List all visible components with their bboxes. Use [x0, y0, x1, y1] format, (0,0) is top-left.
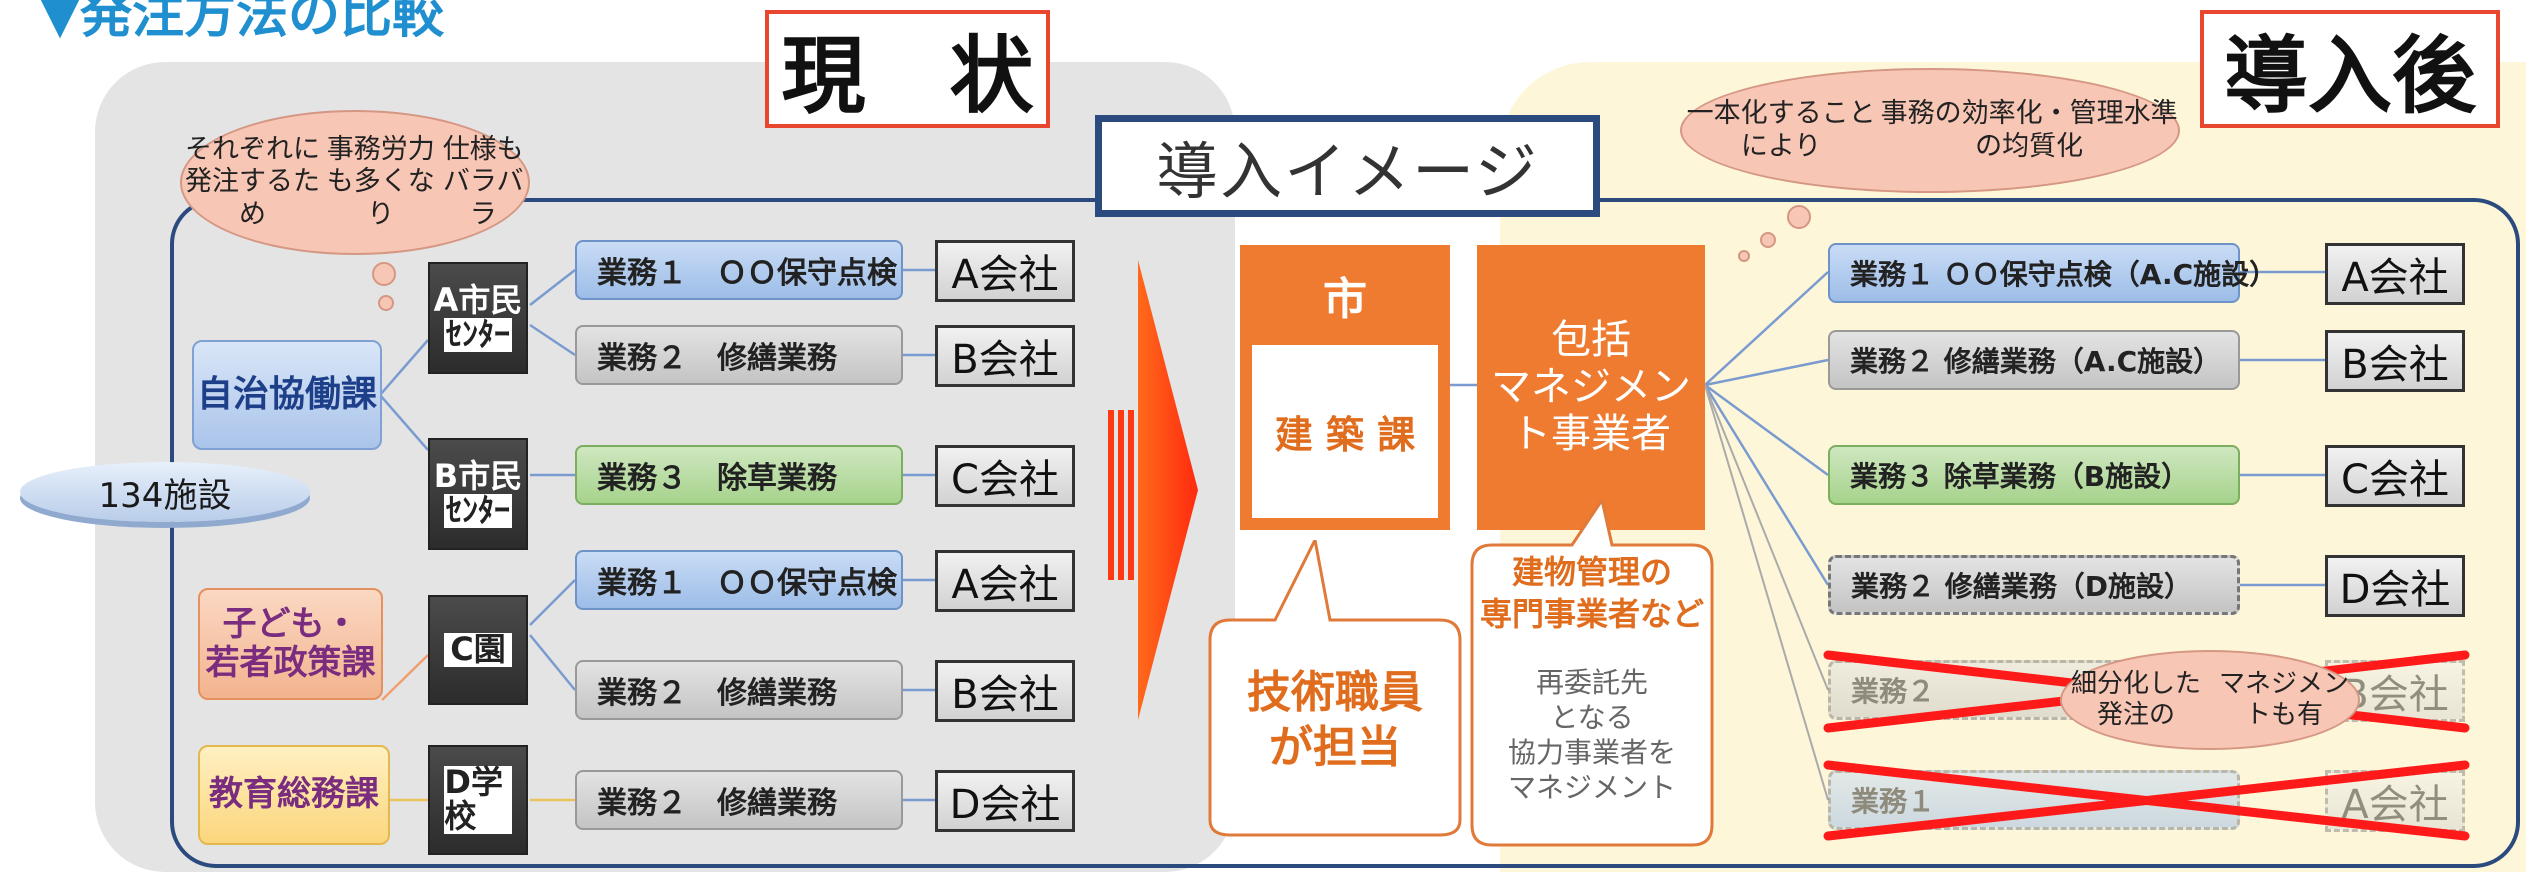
cloud-left: それぞれに発注するため 事務労力も多くなり 仕様もバラバラ	[180, 110, 530, 255]
task-after-1: 業務１ ＯＯ保守点検（A.C施設）	[1828, 243, 2277, 303]
label-after: 導入後	[2200, 10, 2500, 128]
contractor-box: 包括 マネジメン ト事業者	[1477, 245, 1705, 530]
facilities-count-badge: 134施設	[20, 462, 310, 522]
task-current-2: 業務２ 修繕業務	[575, 325, 903, 385]
facility-a-center: A市民 ｾﾝﾀｰ	[428, 262, 528, 374]
contractor-callout-sub: 再委託先 となる 協力事業者を マネジメント	[1507, 666, 1676, 804]
task-current-6: 業務２ 修繕業務	[575, 770, 903, 830]
cloud-right-dot	[1760, 232, 1776, 248]
task-after-4: 業務２ 修繕業務（D施設）	[1828, 555, 2240, 615]
dept-kodomo: 子ども・ 若者政策課	[198, 588, 383, 700]
cloud-left-dot	[378, 295, 394, 311]
transition-arrow-icon	[1108, 260, 1198, 720]
facility-c-en: C園	[428, 595, 528, 705]
cloud-right-dot	[1738, 250, 1750, 262]
company-current-4: A会社	[935, 550, 1075, 612]
task-current-3: 業務３ 除草業務	[575, 445, 903, 505]
diagram-title: 導入イメージ	[1095, 115, 1600, 217]
facility-b-center: B市民 ｾﾝﾀｰ	[428, 438, 528, 550]
cloud-right: 一本化することにより 事務の効率化・管理水準の均質化	[1680, 68, 2180, 193]
city-label: 市	[1323, 274, 1367, 325]
kenchiku-callout-shape	[1208, 540, 1462, 837]
kenchiku-label: 建 築 課	[1252, 345, 1438, 518]
task-current-1: 業務１ ＯＯ保守点検	[575, 240, 903, 300]
company-current-3: C会社	[935, 445, 1075, 507]
company-current-1: A会社	[935, 240, 1075, 302]
kenchiku-callout: 技術職員 が担当	[1247, 667, 1423, 773]
section-heading: ▼発注方法の比較	[40, 0, 444, 45]
task-after-2: 業務２ 修繕業務（A.C施設）	[1828, 330, 2240, 390]
company-after-1: A会社	[2325, 243, 2465, 305]
label-current: 現 状	[765, 10, 1050, 128]
contractor-callout-main: 建物管理の 専門事業者など	[1479, 553, 1704, 633]
task-after-3: 業務３ 除草業務（B施設）	[1828, 445, 2240, 505]
task-current-4: 業務１ ＯＯ保守点検	[575, 550, 903, 610]
company-current-5: B会社	[935, 660, 1075, 722]
company-after-4: D会社	[2325, 555, 2465, 617]
contractor-callout-shape	[1470, 500, 1714, 847]
company-after-2: B会社	[2325, 330, 2465, 392]
cloud-right-dot	[1787, 205, 1811, 229]
city-box: 市 建 築 課	[1240, 245, 1450, 530]
company-current-6: D会社	[935, 770, 1075, 832]
cloud-bottom-right: 細分化した発注の マネジメントも有	[2060, 650, 2360, 750]
cloud-left-dot	[372, 262, 396, 286]
facility-d-school: D学校	[428, 745, 528, 855]
company-after-3: C会社	[2325, 445, 2465, 507]
dept-kyoiku: 教育総務課	[198, 745, 390, 845]
dept-jichi: 自治協働課	[192, 340, 382, 450]
company-current-2: B会社	[935, 325, 1075, 387]
task-current-5: 業務２ 修繕業務	[575, 660, 903, 720]
